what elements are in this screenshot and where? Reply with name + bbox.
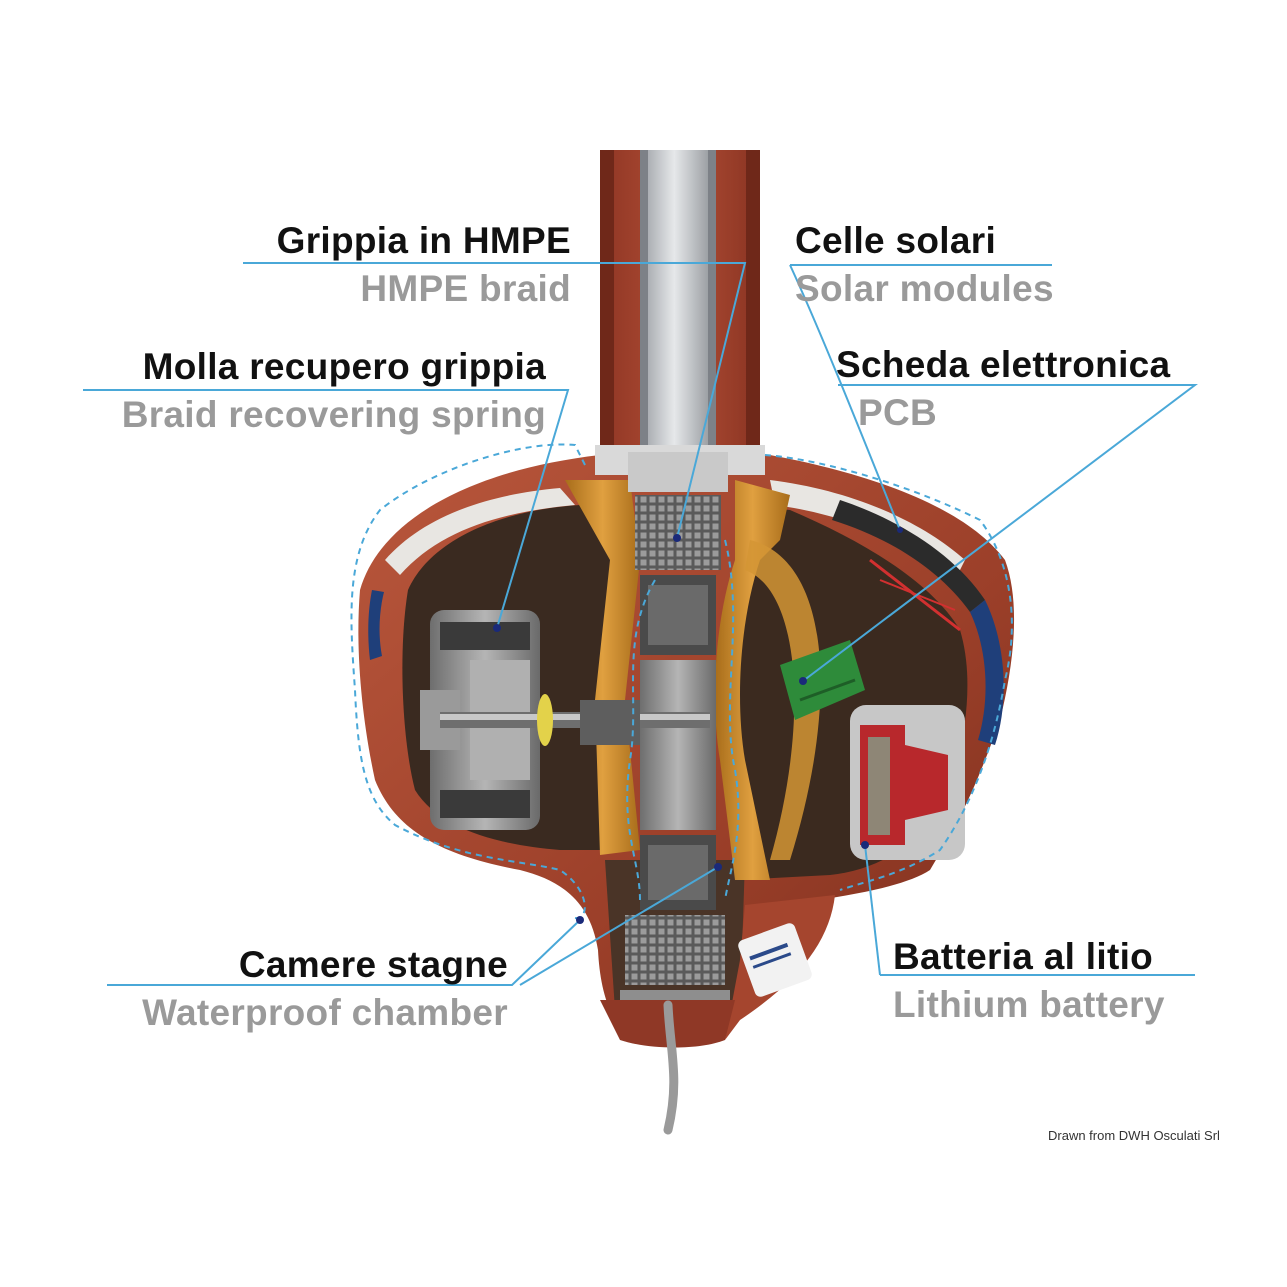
label-molla-it: Molla recupero grippia bbox=[142, 346, 546, 387]
leader-camere-2 bbox=[519, 866, 719, 986]
label-batteria-en: Lithium battery bbox=[893, 984, 1165, 1025]
label-celle-it: Celle solari bbox=[795, 220, 997, 261]
label-scheda-it: Scheda elettronica bbox=[836, 344, 1171, 385]
label-grippia-it: Grippia in HMPE bbox=[276, 220, 571, 261]
label-grippia-en: HMPE braid bbox=[360, 268, 571, 309]
leader-lines bbox=[83, 262, 1198, 986]
leader-molla bbox=[83, 389, 570, 629]
label-batteria-it: Batteria al litio bbox=[893, 936, 1154, 977]
label-celle-en: Solar modules bbox=[795, 268, 1054, 309]
braid-column bbox=[620, 495, 730, 1002]
leader-dots bbox=[493, 527, 903, 924]
leader-batteria-2 bbox=[864, 844, 881, 976]
label-camere-it: Camere stagne bbox=[238, 944, 508, 985]
waterproof-chamber-outline bbox=[350, 443, 1013, 920]
label-scheda-en: PCB bbox=[858, 392, 938, 433]
credit-text: Drawn from DWH Osculati Srl bbox=[1048, 1128, 1220, 1143]
mast-tube-icon bbox=[600, 150, 760, 500]
motor-icon bbox=[420, 610, 710, 830]
label-camere-en: Waterproof chamber bbox=[142, 992, 508, 1033]
lower-body bbox=[600, 895, 835, 1135]
leader-scheda bbox=[802, 384, 1198, 682]
battery-icon bbox=[850, 705, 965, 860]
leader-grippia bbox=[243, 262, 747, 539]
leader-camere bbox=[107, 919, 581, 986]
pcb-board-icon bbox=[780, 640, 865, 720]
label-molla-en: Braid recovering spring bbox=[121, 394, 546, 435]
